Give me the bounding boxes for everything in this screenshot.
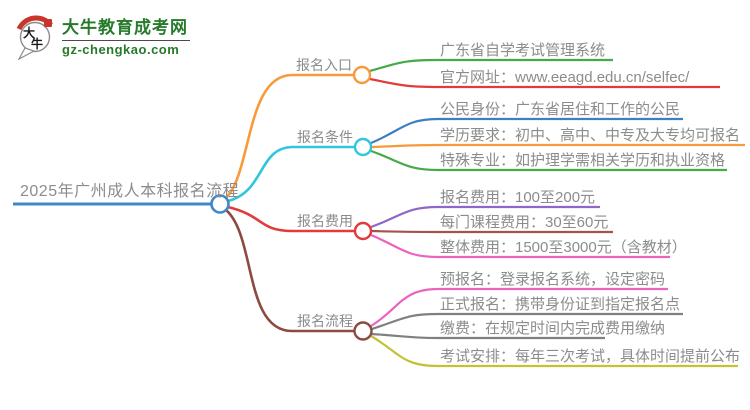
site-logo[interactable]: 大 牛 大牛教育成考网 gz-chengkao.com xyxy=(14,14,190,60)
branch-line-entry xyxy=(225,73,353,199)
leaf-gd-system[interactable]: 广东省自学考试管理系统 xyxy=(440,42,606,59)
logo-title: 大牛教育成考网 xyxy=(62,18,188,37)
logo-bubble-icon: 大 牛 xyxy=(16,15,53,60)
branch-label-entry[interactable]: 报名入口 xyxy=(296,57,352,73)
leaf-line-official-url xyxy=(369,77,720,89)
branch-line-condition xyxy=(227,145,355,203)
fee-node-circle[interactable] xyxy=(353,221,373,241)
leaf-citizenship[interactable]: 公民身份：广东省居住和工作的公民 xyxy=(440,101,681,118)
branch-label-process[interactable]: 报名流程 xyxy=(297,313,353,329)
leaf-exam[interactable]: 考试安排：每年三次考试，具体时间提前公布 xyxy=(440,348,741,365)
condition-node-circle[interactable] xyxy=(353,137,373,157)
entry-node-circle[interactable] xyxy=(352,65,372,85)
red-seal xyxy=(44,19,52,27)
leaf-total-fee[interactable]: 整体费用：1500至3000元（含教材） xyxy=(440,239,687,256)
leaf-line-education xyxy=(370,143,745,149)
bubble-tail xyxy=(17,47,36,60)
leaf-line-gd-system xyxy=(369,58,613,73)
leaf-line-formal xyxy=(371,312,683,331)
branch-label-condition[interactable]: 报名条件 xyxy=(297,129,353,145)
leaf-special[interactable]: 特殊专业：如护理学需相关学历和执业资格 xyxy=(440,152,726,169)
leaf-line-payment xyxy=(371,332,605,340)
leaf-pre-reg[interactable]: 预报名：登录报名系统，设定密码 xyxy=(440,271,666,288)
leaf-line-pre-reg xyxy=(370,287,668,327)
leaf-line-course-fee xyxy=(370,229,613,234)
leaf-education[interactable]: 学历要求：初中、高中、中专及大专均可报名 xyxy=(440,127,741,144)
leaf-official-url[interactable]: 官方网址：www.eeagd.edu.cn/selfec/ xyxy=(440,69,690,86)
branch-line-fee xyxy=(227,205,354,233)
leaf-line-total-fee xyxy=(370,233,670,259)
leaf-formal[interactable]: 正式报名：携带身份证到指定报名点 xyxy=(440,296,681,313)
branch-label-fee[interactable]: 报名费用 xyxy=(297,213,353,229)
branch-line-process xyxy=(225,209,354,333)
bubble-char-2: 牛 xyxy=(31,36,43,51)
leaf-line-special xyxy=(370,149,727,172)
leaf-payment[interactable]: 缴费：在规定时间内完成费用缴纳 xyxy=(440,320,666,337)
leaf-reg-fee[interactable]: 报名费用：100至200元 xyxy=(440,189,596,206)
logo-url: gz-chengkao.com xyxy=(62,42,180,57)
leaf-course-fee[interactable]: 每门课程费用：30至60元 xyxy=(440,214,609,231)
root-label[interactable]: 2025年广州成人本科报名流程 xyxy=(20,183,240,200)
leaf-line-reg-fee xyxy=(370,205,600,229)
root-node-circle[interactable] xyxy=(210,194,230,214)
logo-divider xyxy=(62,40,190,41)
leaf-line-citizenship xyxy=(370,117,683,145)
leaf-line-exam xyxy=(370,335,738,368)
bubble-char-1: 大 xyxy=(23,25,35,40)
process-node-circle[interactable] xyxy=(353,321,373,341)
